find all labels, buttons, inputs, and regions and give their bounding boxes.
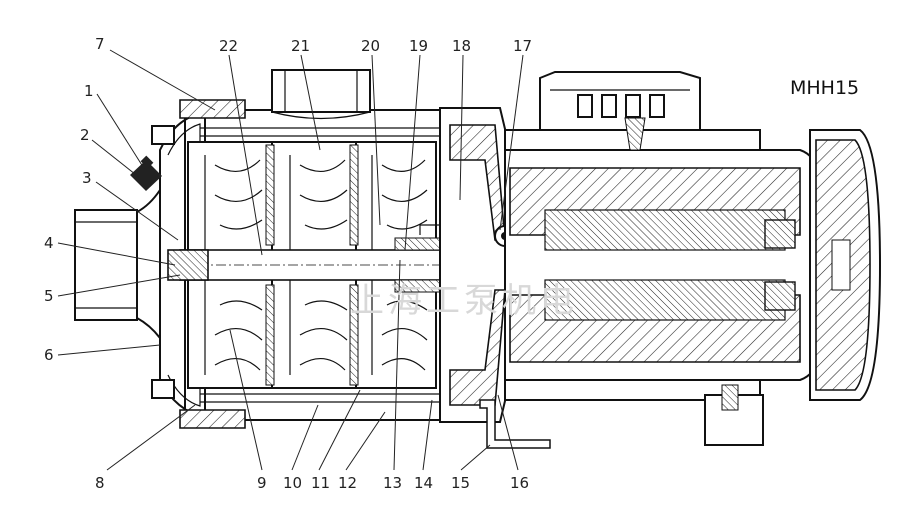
callout-13: 13 [383,474,402,492]
callout-2: 2 [80,126,90,144]
callout-labels: 1 2 3 4 5 6 7 8 9 10 11 12 13 14 15 16 1… [44,35,532,492]
callout-1: 1 [84,82,94,100]
callout-5: 5 [44,287,54,305]
callout-17: 17 [513,37,532,55]
callout-16: 16 [510,474,529,492]
callout-21: 21 [291,37,310,55]
callout-10: 10 [283,474,302,492]
mechanical-seal [394,224,470,293]
bolt-head-bottom [151,379,175,399]
callout-3: 3 [82,169,92,187]
base-plate [479,399,551,449]
callout-6: 6 [44,346,54,364]
callout-4: 4 [44,234,54,252]
callout-20: 20 [361,37,380,55]
callout-7: 7 [95,35,105,53]
callout-9: 9 [257,474,267,492]
pump-drawing [74,69,882,449]
model-label: MHH15 [790,77,859,99]
fan-cover [809,129,882,401]
callout-12: 12 [338,474,357,492]
callout-15: 15 [451,474,470,492]
vent-plug [130,155,162,191]
discharge-outlet [271,69,371,120]
callout-22: 22 [219,37,238,55]
callout-19: 19 [409,37,428,55]
callout-18: 18 [452,37,471,55]
outer-casing [179,99,441,429]
watermark: 上海工泵机电 [350,281,578,321]
motor-housing [504,129,821,401]
motor-foot [704,384,764,446]
callout-14: 14 [414,474,433,492]
leader-lines [57,49,524,471]
terminal-box [539,71,701,151]
callout-8: 8 [95,474,105,492]
suction-inlet [74,186,161,341]
rear-bearing [764,219,796,311]
bolt-head-top [151,125,175,145]
callout-11: 11 [311,474,330,492]
